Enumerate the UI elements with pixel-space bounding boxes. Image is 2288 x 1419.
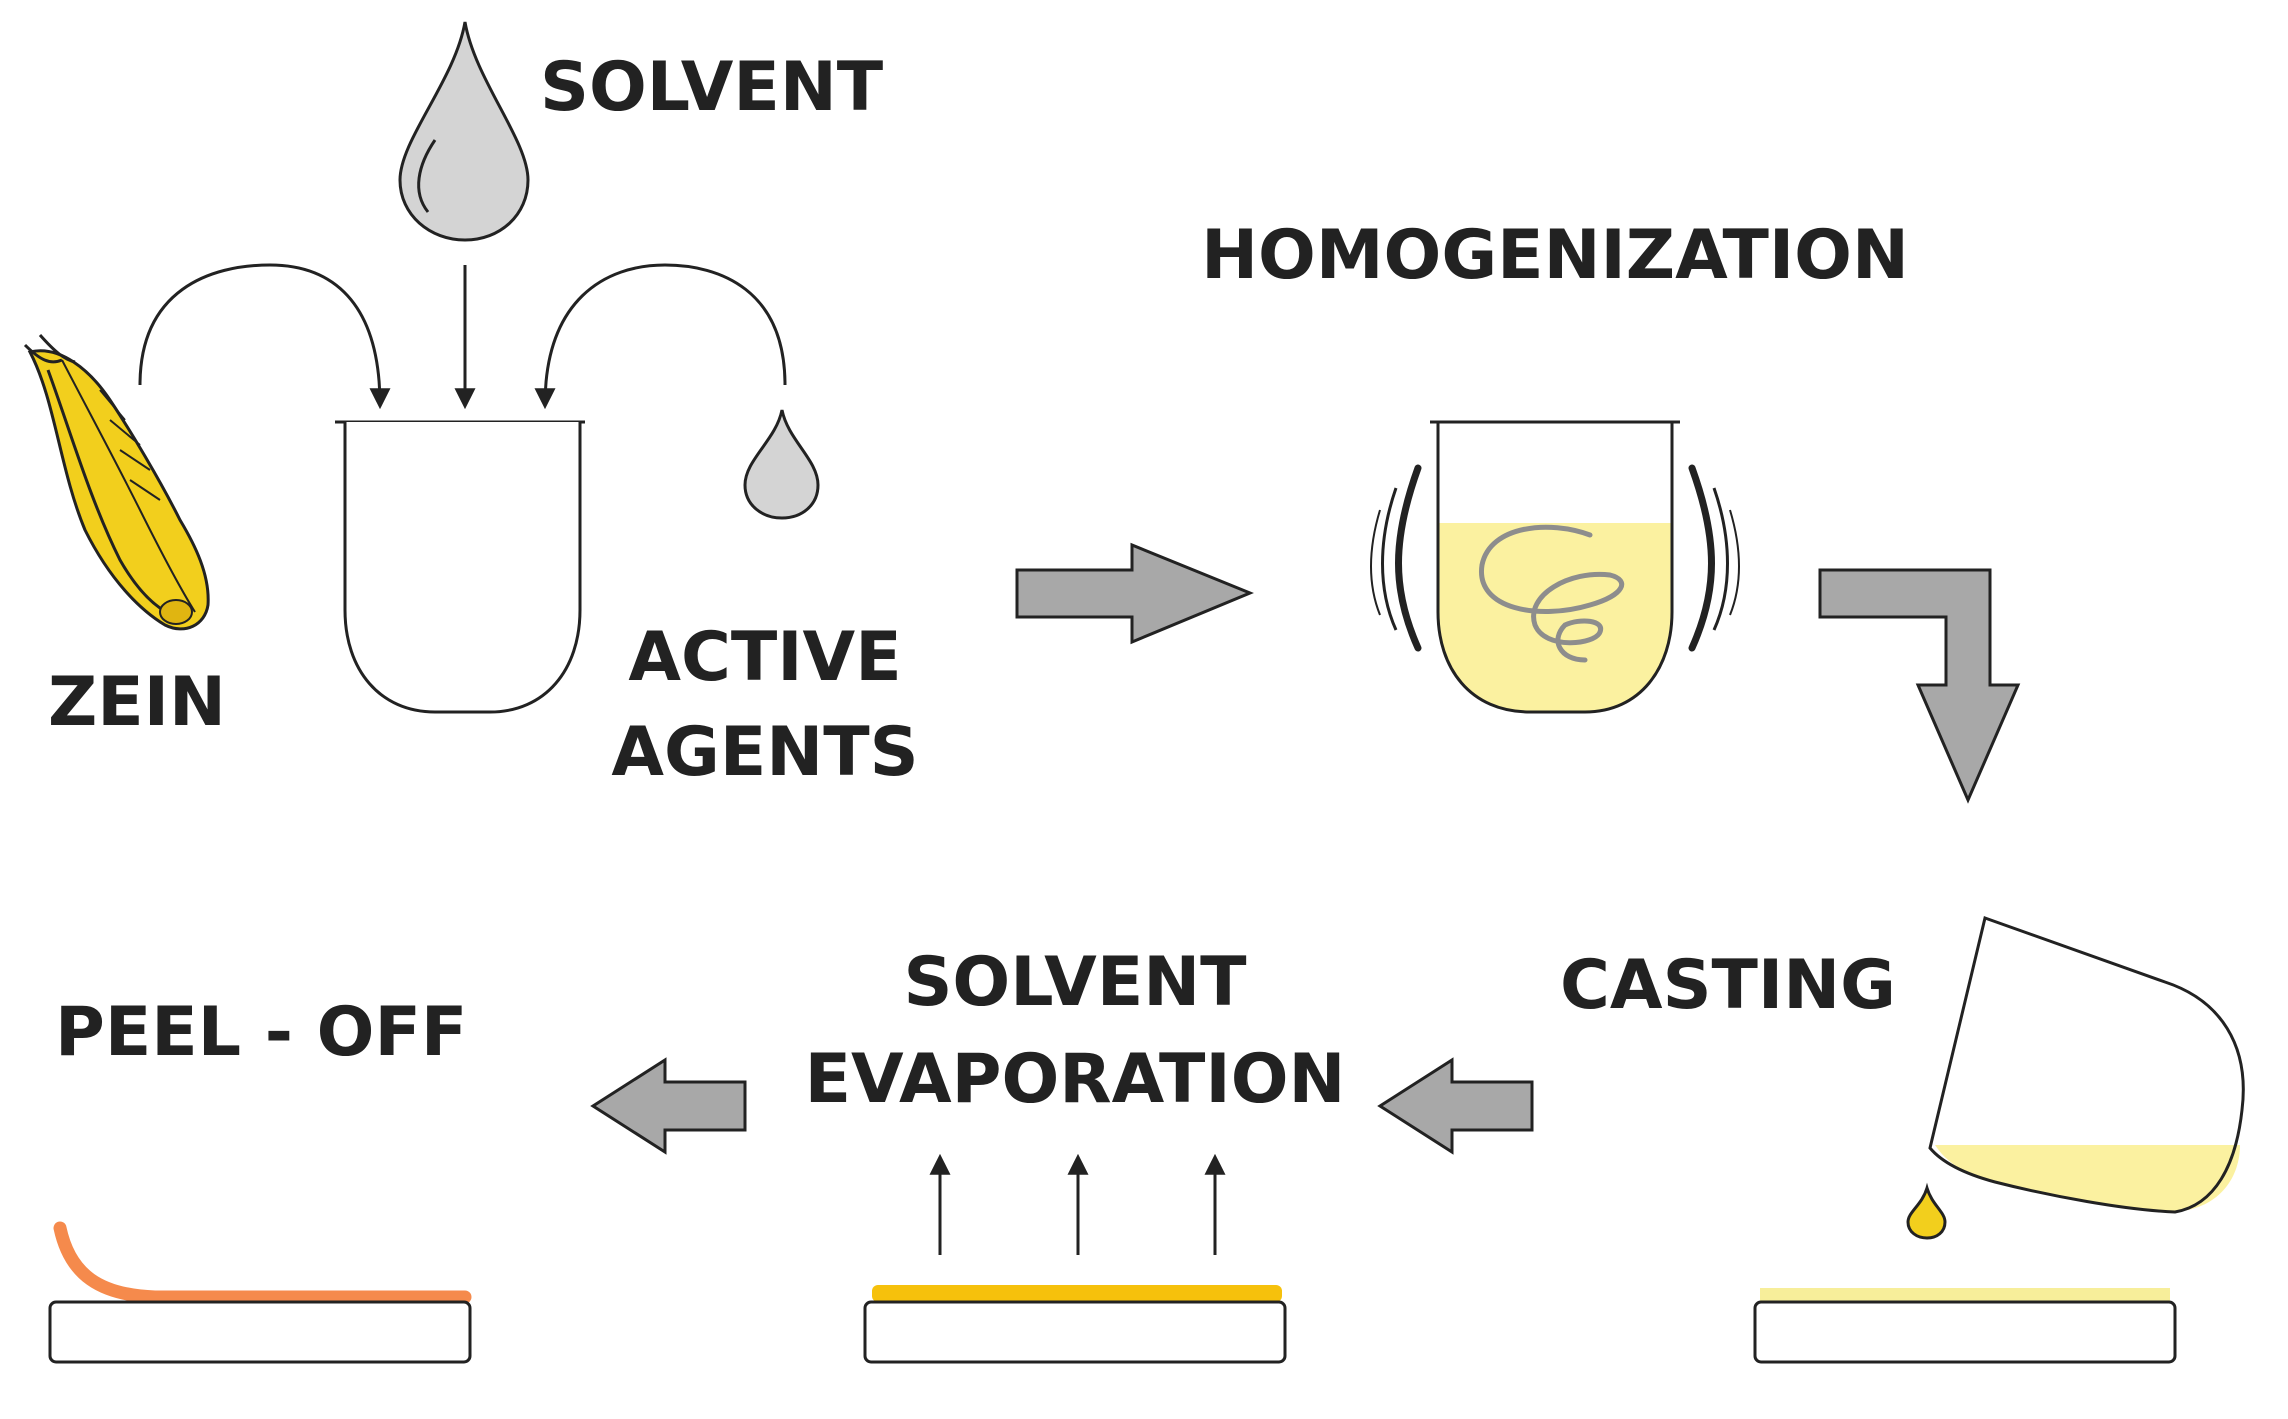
casting-label: CASTING: [1560, 946, 1896, 1025]
evaporating-film: [872, 1285, 1282, 1302]
solvent-drop-icon: [398, 21, 530, 242]
yellow-drop-icon: [1906, 1182, 1947, 1240]
right-process-arrow: [1015, 542, 1254, 645]
casting-plate: [1753, 1300, 2177, 1364]
zein-label: ZEIN: [48, 663, 226, 742]
peel-off-label: PEEL - OFF: [55, 993, 467, 1072]
active-agents-drop-icon: [743, 409, 820, 520]
agents-label: AGENTS: [611, 713, 918, 792]
evaporation-arrows: [929, 1153, 1226, 1255]
evaporation-label-line2: EVAPORATION: [805, 1040, 1346, 1119]
left-process-arrow-1: [1377, 1057, 1534, 1155]
peeled-film: [53, 1221, 472, 1304]
evaporation-label-line1: SOLVENT: [903, 943, 1247, 1022]
homogenization-label: HOMOGENIZATION: [1201, 216, 1909, 295]
zein-to-beaker-arrow: [138, 263, 391, 410]
empty-beaker-icon: [335, 420, 585, 714]
left-process-arrow-2: [590, 1057, 747, 1155]
corn-cob-icon: [23, 334, 210, 631]
tilted-beaker-icon: [1928, 916, 2245, 1214]
solvent-label: SOLVENT: [540, 48, 884, 127]
stirring-swirl-icon: [1479, 524, 1624, 663]
vibration-marks-icon: [1370, 464, 1740, 652]
down-process-arrow: [1818, 568, 2021, 804]
active-label: ACTIVE: [628, 618, 901, 697]
evaporation-plate: [863, 1300, 1287, 1364]
homogenization-beaker-icon: [1430, 420, 1680, 714]
cast-film: [1760, 1288, 2170, 1302]
agents-to-beaker-arrow: [534, 263, 787, 410]
peel-off-plate: [48, 1300, 472, 1364]
